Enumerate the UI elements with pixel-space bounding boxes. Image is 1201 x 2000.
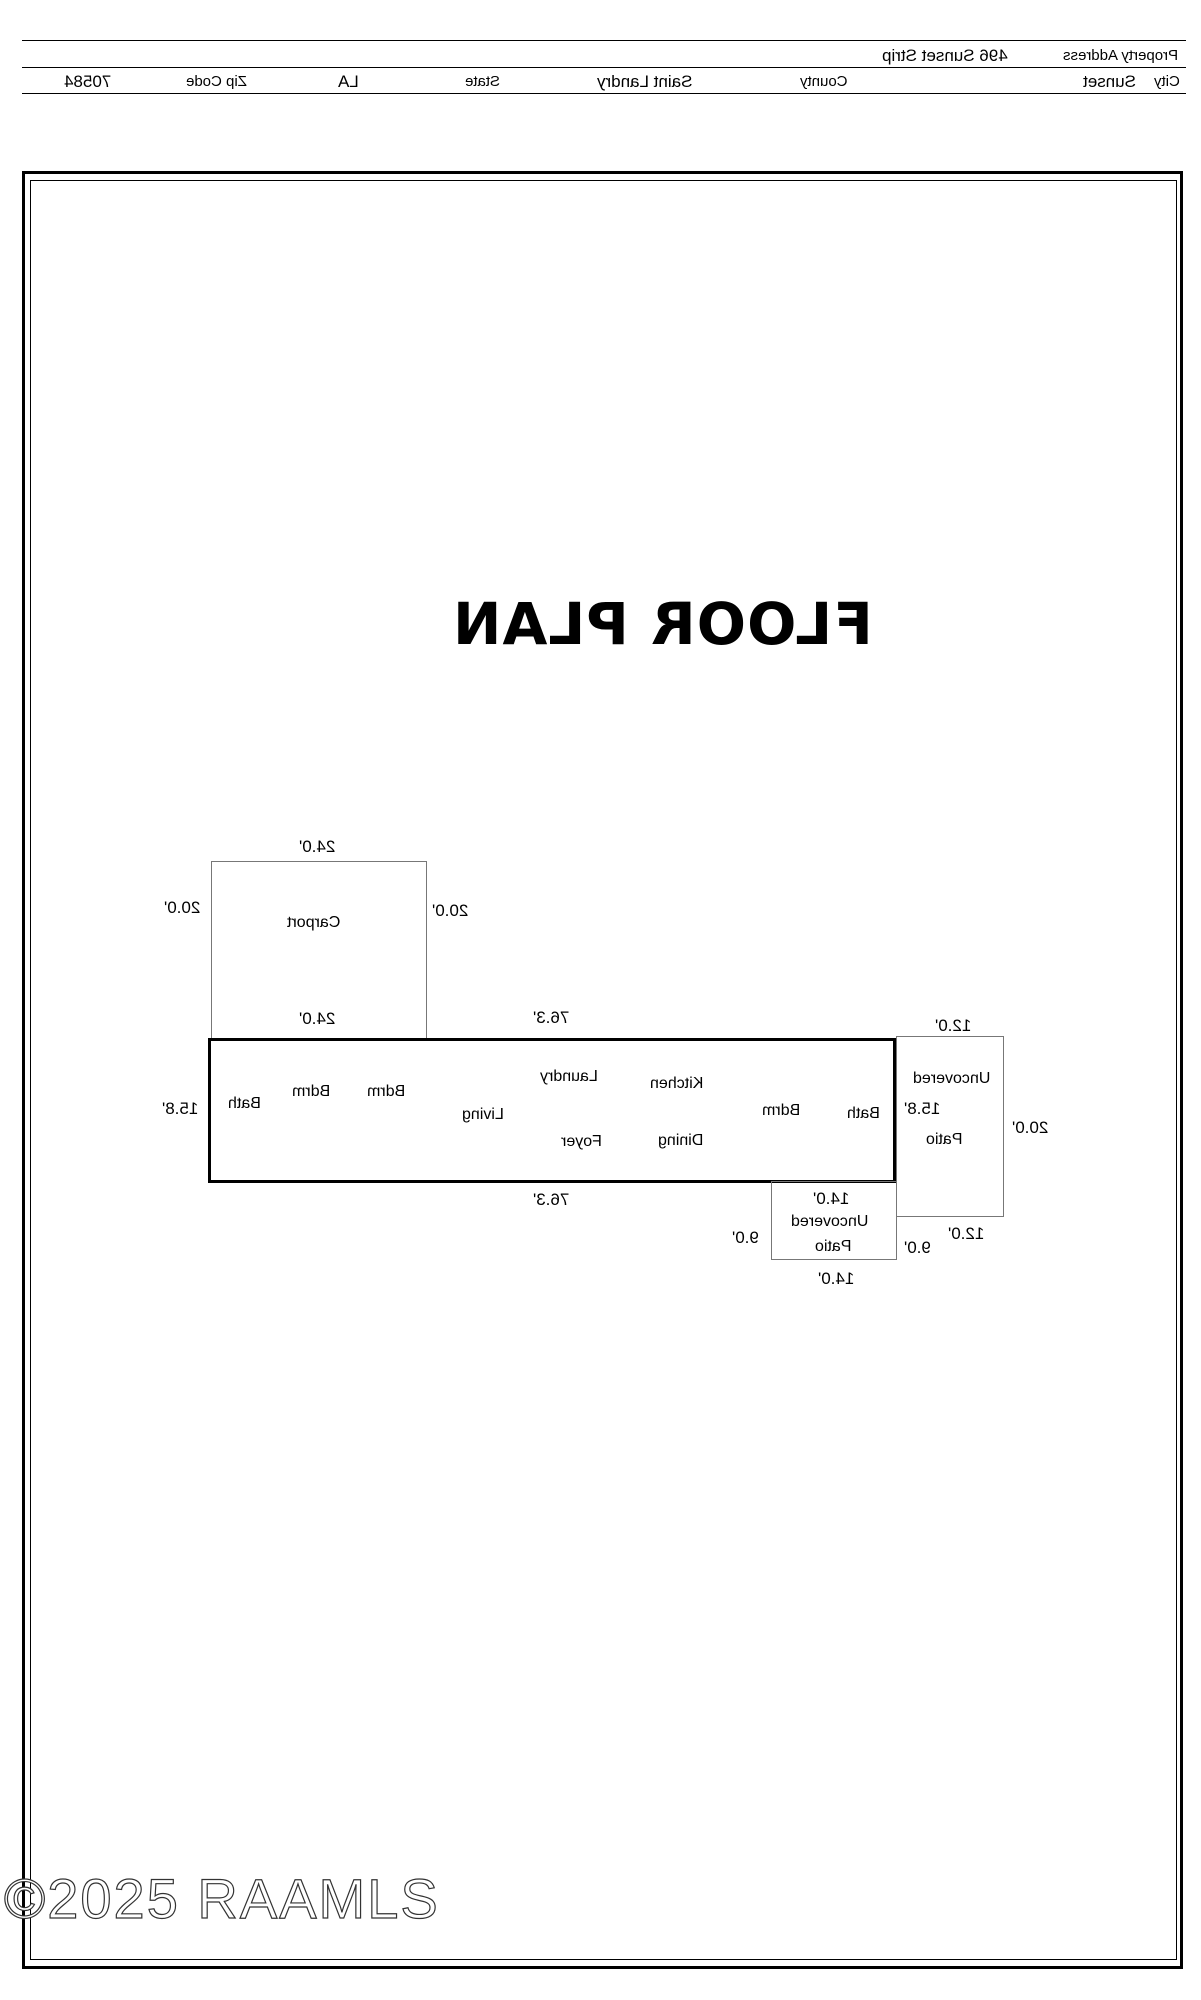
patio-right-dim-right: 20.0' <box>1012 1118 1049 1137</box>
floor-plan-title: FLOOR PLAN <box>452 590 873 658</box>
header-rule-bottom <box>22 93 1186 94</box>
property-address-value: 496 Sunset Strip <box>882 46 1008 65</box>
patio-bottom-area <box>771 1181 897 1260</box>
county-label: County <box>800 73 848 90</box>
zip-code-value: 70584 <box>64 72 112 91</box>
page-frame-outer <box>22 171 1183 1969</box>
city-label: City <box>1154 73 1180 90</box>
patio-bottom-dim-right: 9.0' <box>904 1238 931 1257</box>
carport-dim-right: 20.0' <box>432 901 469 920</box>
room-label-bdrm-2: Bdrm <box>367 1083 406 1100</box>
patio-right-label-line1: Uncovered <box>913 1070 991 1087</box>
room-label-bath-right: Bath <box>847 1105 880 1122</box>
carport-label: Carport <box>287 914 341 931</box>
zip-code-label: Zip Code <box>186 73 247 90</box>
house-dim-bottom: 76.3' <box>533 1190 570 1209</box>
carport-dim-bottom: 24.0' <box>299 1009 336 1028</box>
city-value: Sunset <box>1083 72 1136 91</box>
house-dim-top: 76.3' <box>533 1008 570 1027</box>
copyright-watermark: ©2025 RAAMLS <box>3 1866 440 1930</box>
room-label-laundry: Laundry <box>540 1068 598 1085</box>
patio-bottom-dim-bottom: 14.0' <box>818 1269 855 1288</box>
state-value: LA <box>338 72 359 91</box>
house-dim-left: 15.8' <box>162 1099 199 1118</box>
page-frame-inner <box>30 180 1177 1960</box>
room-label-bdrm-1: Bdrm <box>292 1083 331 1100</box>
room-label-kitchen: Kitchen <box>650 1075 704 1092</box>
patio-right-dim-top: 12.0' <box>935 1016 972 1035</box>
patio-bottom-label-line2: Patio <box>815 1238 852 1255</box>
room-label-bath-left: Bath <box>228 1095 261 1112</box>
house-footprint <box>208 1038 896 1183</box>
room-label-foyer: Foyer <box>561 1133 602 1150</box>
carport-dim-left: 20.0' <box>164 898 201 917</box>
patio-right-dim-bottom: 12.0' <box>948 1224 985 1243</box>
patio-right-label-line2: Patio <box>926 1131 963 1148</box>
patio-bottom-dim-left: 9.0' <box>732 1228 759 1247</box>
carport-dim-top: 24.0' <box>299 837 336 856</box>
room-label-living: Living <box>462 1106 504 1123</box>
room-label-bdrm-3: Bdrm <box>762 1102 801 1119</box>
state-label: State <box>465 73 501 90</box>
patio-bottom-dim-top: 14.0' <box>813 1189 850 1208</box>
county-value: Saint Landry <box>597 72 693 91</box>
patio-right-area <box>896 1036 1004 1217</box>
patio-bottom-label-line1: Uncovered <box>791 1213 869 1230</box>
header-rule-top <box>22 40 1186 41</box>
property-address-label: Property Address <box>1063 47 1179 64</box>
header-rule-middle <box>22 67 1186 68</box>
room-label-dining: Dining <box>658 1132 704 1149</box>
